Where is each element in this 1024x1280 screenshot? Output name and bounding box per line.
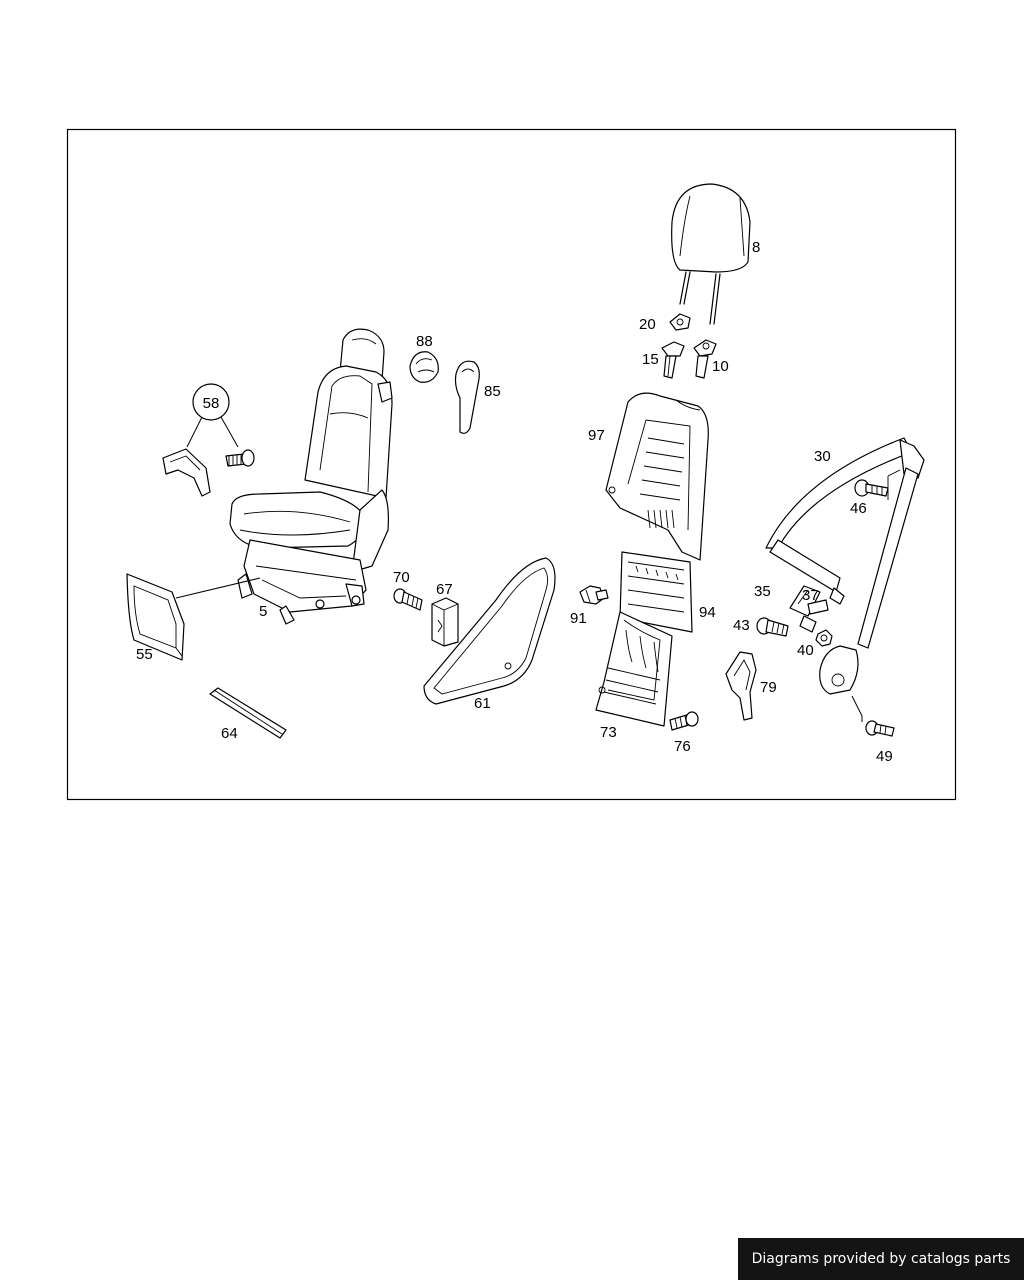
part-49-bolt[interactable]	[851, 695, 895, 737]
label-58: 58	[203, 395, 220, 412]
part-46-bolt[interactable]	[854, 479, 889, 497]
label-61: 61	[474, 695, 491, 712]
label-91: 91	[570, 610, 587, 627]
part-40-nut[interactable]	[815, 629, 833, 647]
label-15: 15	[642, 351, 659, 368]
label-37: 37	[802, 587, 819, 604]
part-10-guide-sleeve[interactable]	[693, 339, 717, 379]
label-55: 55	[136, 646, 153, 663]
part-labels: 58 88 85 8 20 15 10 97 30 46 70 67 5 55 …	[136, 239, 893, 765]
part-85-lever[interactable]	[454, 360, 480, 434]
part-61-side-cover[interactable]	[423, 557, 556, 705]
label-40: 40	[797, 642, 814, 659]
part-73-lumbar-support[interactable]	[595, 611, 673, 727]
credit-text: Diagrams provided by catalogs parts	[751, 1251, 1011, 1267]
part-35-buckle[interactable]	[789, 585, 821, 633]
label-73: 73	[600, 724, 617, 741]
part-15-guide-sleeve[interactable]	[661, 341, 685, 379]
label-67: 67	[436, 581, 453, 598]
label-20: 20	[639, 316, 656, 333]
part-64-trim-strip[interactable]	[209, 687, 287, 739]
label-76: 76	[674, 738, 691, 755]
label-94: 94	[699, 604, 716, 621]
label-46: 46	[850, 500, 867, 517]
part-97-backrest-frame[interactable]	[605, 392, 709, 561]
part-67-clip[interactable]	[431, 597, 459, 647]
part-5-seat[interactable]	[175, 328, 393, 625]
part-70-bolt[interactable]	[393, 588, 423, 611]
part-94-control-panel[interactable]	[619, 551, 693, 633]
label-85: 85	[484, 383, 501, 400]
part-37-label[interactable]	[807, 599, 829, 615]
label-97: 97	[588, 427, 605, 444]
label-88: 88	[416, 333, 433, 350]
part-8-headrest[interactable]	[671, 183, 751, 325]
label-64: 64	[221, 725, 238, 742]
part-58-bracket-group[interactable]	[162, 383, 255, 497]
label-35: 35	[754, 583, 771, 600]
part-20-clip[interactable]	[669, 313, 691, 331]
part-55-side-panel[interactable]	[126, 573, 185, 661]
label-30: 30	[814, 448, 831, 465]
part-88-cap[interactable]	[409, 351, 439, 383]
part-79-cover[interactable]	[725, 651, 757, 721]
credit-banner: Diagrams provided by catalogs parts	[738, 1238, 1024, 1280]
part-30-seat-belt[interactable]	[765, 437, 925, 695]
part-43-bolt[interactable]	[756, 617, 789, 637]
label-43: 43	[733, 617, 750, 634]
diagram-frame	[66, 128, 957, 801]
label-49: 49	[876, 748, 893, 765]
label-5: 5	[259, 603, 267, 620]
label-79: 79	[760, 679, 777, 696]
part-76-bolt[interactable]	[669, 711, 699, 731]
part-91-clip[interactable]	[579, 585, 609, 605]
label-70: 70	[393, 569, 410, 586]
label-8: 8	[752, 239, 760, 256]
label-10: 10	[712, 358, 729, 375]
